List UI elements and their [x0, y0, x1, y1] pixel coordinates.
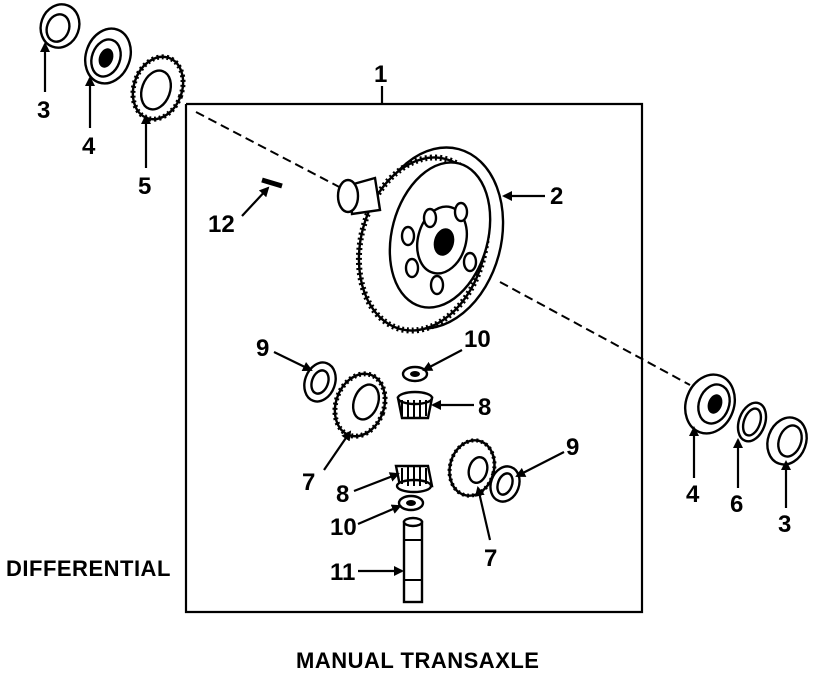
differential-case-ring-gear	[336, 146, 505, 334]
pinion-gear-8-lower	[394, 464, 434, 494]
callout-7-right: 7	[484, 545, 497, 572]
callout-12: 12	[208, 211, 235, 238]
callout-5: 5	[138, 173, 151, 200]
right-bearing-race-3	[766, 416, 808, 466]
assembly-frame	[184, 86, 644, 614]
callout-3-left: 3	[37, 97, 50, 124]
side-gear-7-left	[332, 371, 388, 439]
callout-4-left: 4	[82, 133, 96, 160]
left-bearing-race-3	[39, 3, 81, 49]
thrust-washer-9-right	[489, 465, 521, 503]
pinion-washer-10-upper	[401, 365, 429, 383]
callout-10-upper: 10	[464, 326, 491, 353]
callout-1: 1	[374, 61, 387, 88]
callout-7-left: 7	[302, 469, 315, 496]
callout-3-right: 3	[778, 511, 791, 538]
callout-10-lower: 10	[330, 514, 357, 541]
callout-9-right: 9	[566, 434, 579, 461]
left-gear-ring-5	[130, 54, 186, 122]
left-bearing-4	[84, 27, 132, 85]
thrust-washer-9-left	[303, 361, 337, 403]
pinion-shaft-11	[402, 516, 424, 604]
callout-2: 2	[550, 183, 563, 210]
pin-12	[261, 177, 283, 189]
callout-8-upper: 8	[478, 394, 491, 421]
callout-labels: 1 2 3 4 5 12 9 10 8 7 9 8 10 7 11 4 6 3	[37, 61, 791, 586]
callout-9-left: 9	[256, 335, 269, 362]
diagram-caption: MANUAL TRANSAXLE	[296, 648, 539, 673]
callout-8-lower: 8	[336, 481, 349, 508]
diagram-title: DIFFERENTIAL	[6, 556, 171, 581]
callout-4-right: 4	[686, 481, 700, 508]
right-bearing-4	[684, 373, 736, 435]
callout-11: 11	[330, 559, 355, 586]
pinion-washer-10-lower	[397, 494, 425, 512]
leader-lines	[40, 42, 791, 576]
axis-centerline	[195, 111, 691, 386]
right-shim-6	[736, 401, 768, 443]
pinion-gear-8-upper	[396, 390, 434, 420]
callout-6: 6	[730, 491, 743, 518]
